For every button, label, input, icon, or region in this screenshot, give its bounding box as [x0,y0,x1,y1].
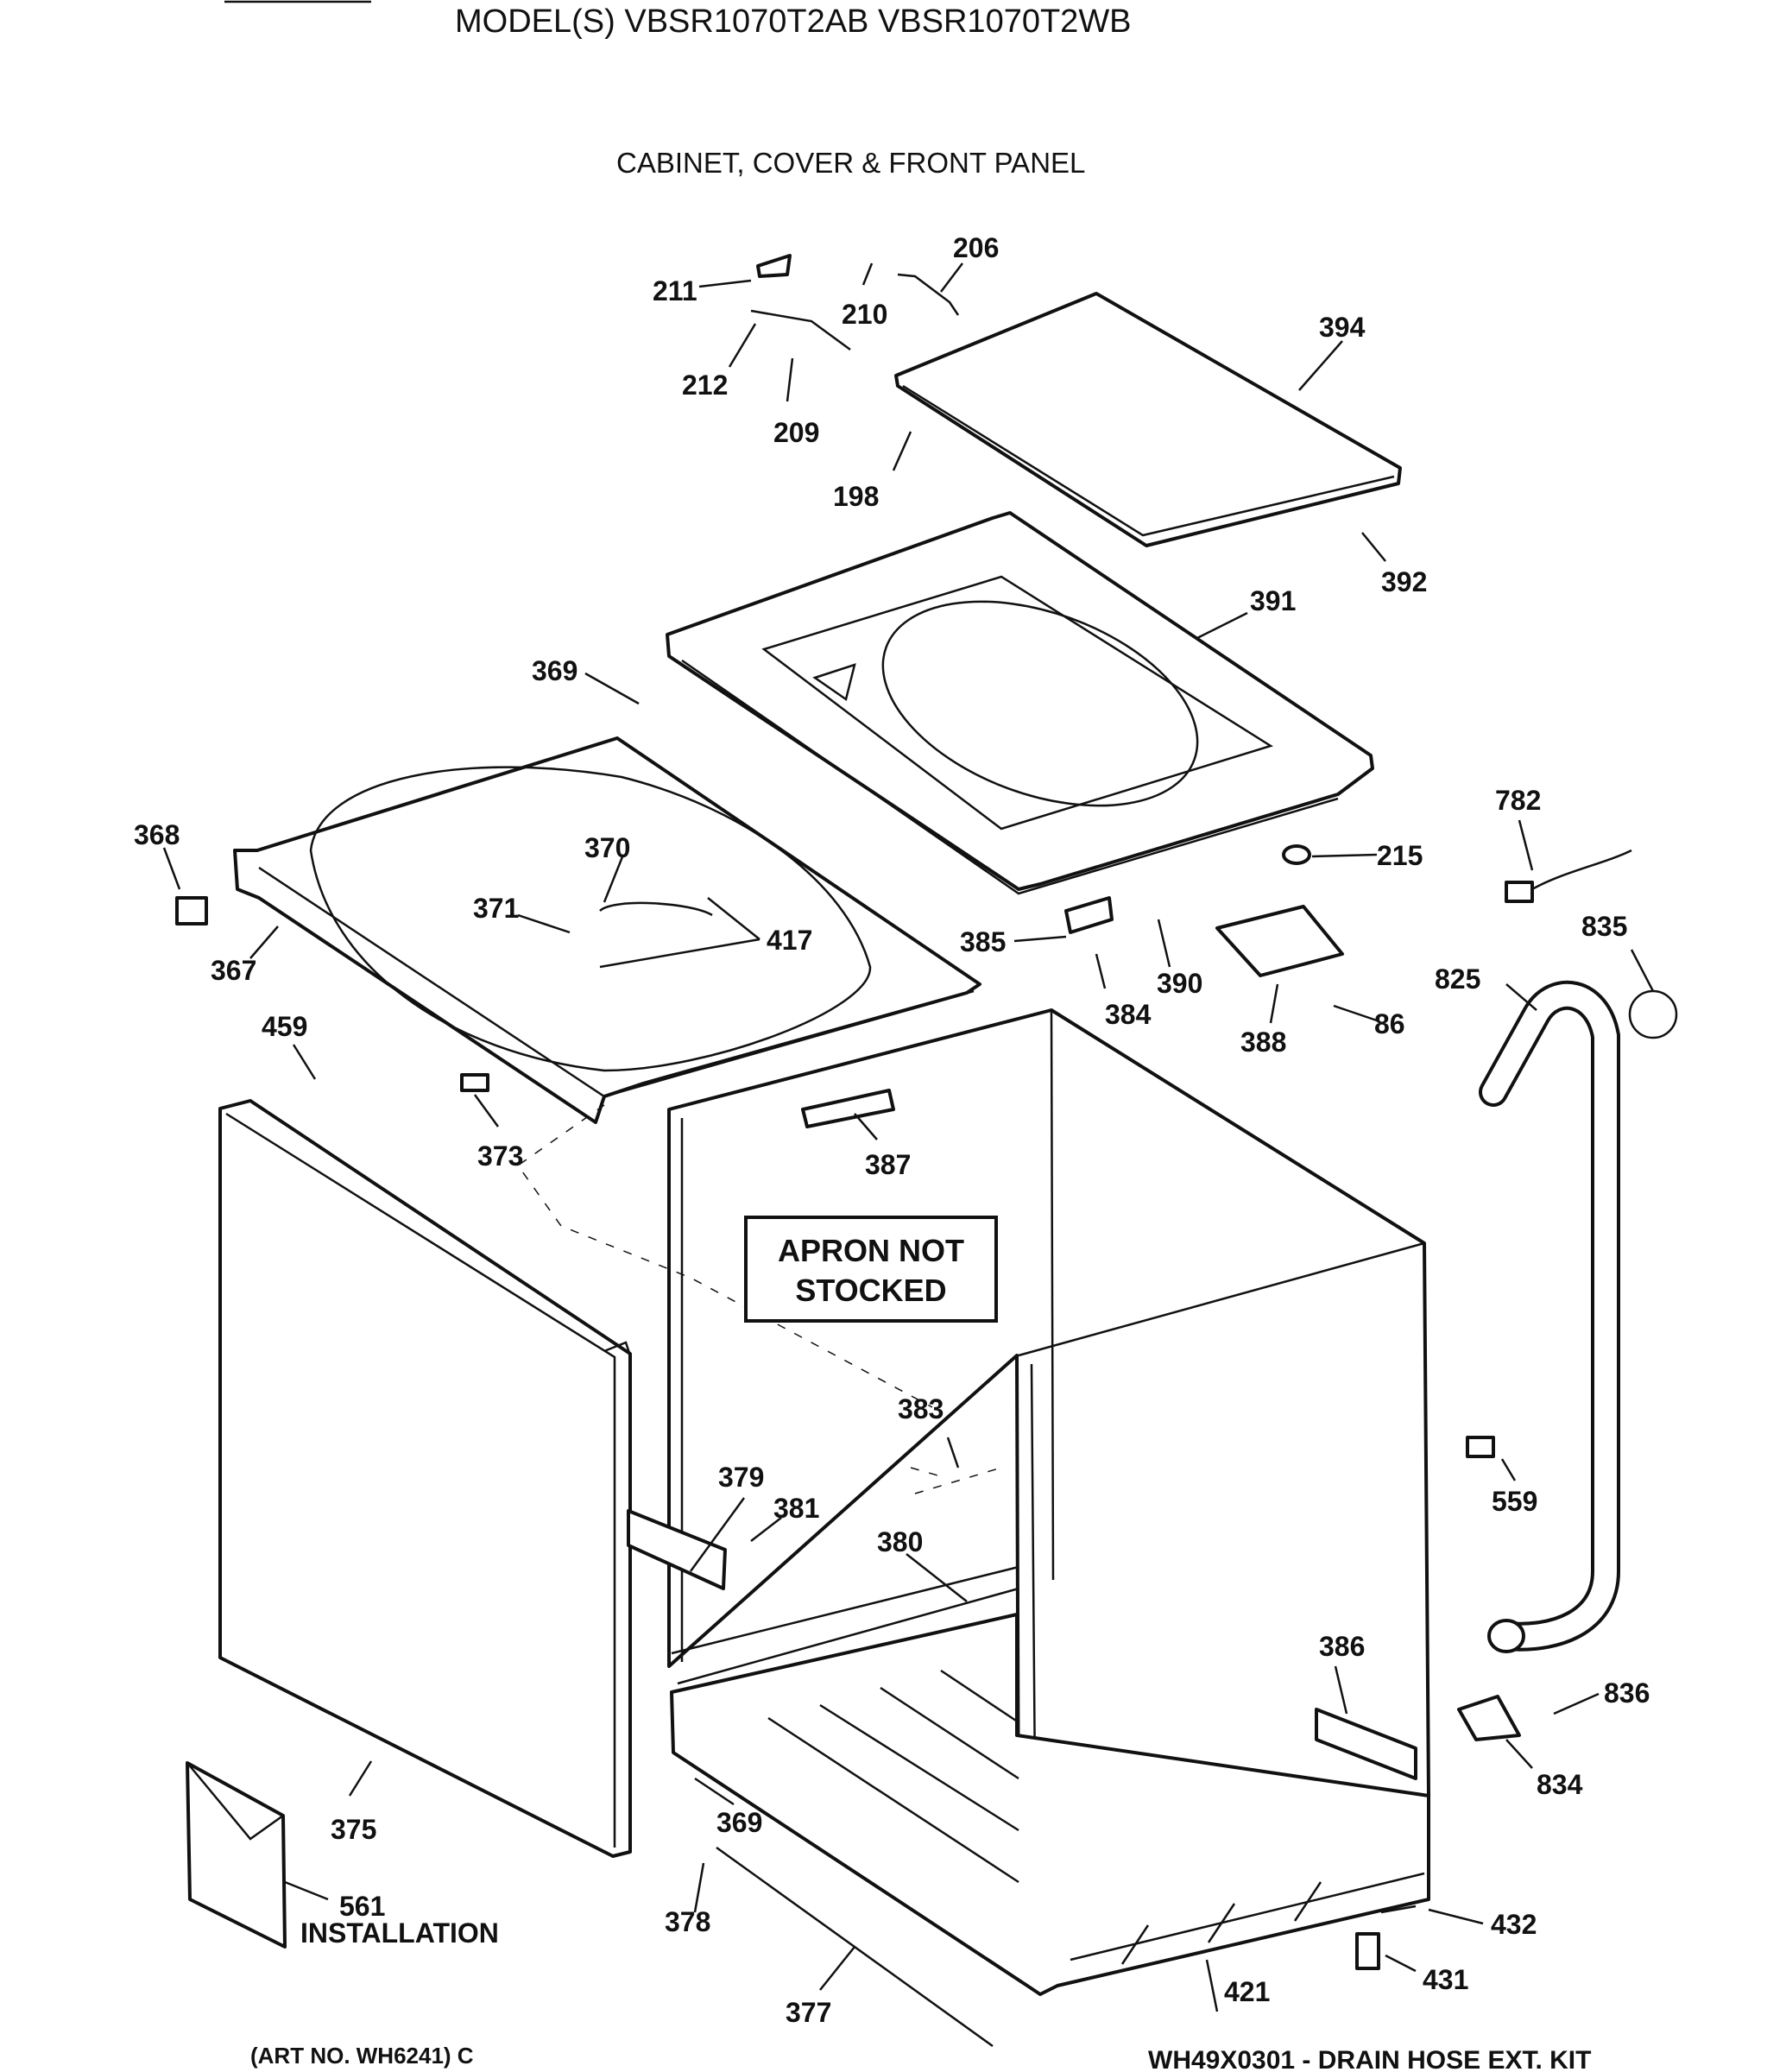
part-label-387: 387 [865,1149,911,1180]
part-label-369-bottom: 369 [716,1807,762,1838]
part-label-212: 212 [682,370,728,401]
part-386-bracket [1315,1708,1417,1780]
part-label-375: 375 [331,1814,376,1845]
part-label-825: 825 [1435,963,1480,995]
installation-label: INSTALLATION [300,1917,499,1949]
lid-part-394 [894,292,1402,547]
part-559-harness [1466,1436,1495,1458]
part-label-559: 559 [1492,1486,1537,1517]
part-label-368: 368 [134,819,180,850]
part-212-rod [750,309,851,351]
part-label-209: 209 [773,417,819,448]
part-373-clip [460,1073,489,1092]
part-label-371: 371 [473,893,519,924]
part-label-421: 421 [1224,1976,1270,2007]
model-title: MODEL(S) VBSR1070T2AB VBSR1070T2WB [455,3,1132,40]
part-label-367: 367 [211,955,256,986]
art-number: (ART NO. WH6241) C [250,2043,474,2069]
part-label-198: 198 [833,481,879,512]
part-782-wires [1531,849,1632,891]
part-label-388: 388 [1240,1027,1286,1058]
part-label-379: 379 [718,1462,764,1493]
apron-notice-line2: STOCKED [795,1273,946,1308]
part-432-pin [1380,1905,1417,1914]
part-label-86: 86 [1374,1008,1405,1039]
apron-notice-line1: APRON NOT [778,1233,964,1268]
part-label-392: 392 [1381,566,1427,597]
part-label-417: 417 [767,925,812,956]
part-385-bracket [1064,896,1114,934]
top-frame-part-367 [233,736,981,1124]
part-label-432: 432 [1491,1909,1537,1940]
part-label-369-top: 369 [532,655,577,686]
installation-envelope-part-561 [186,1761,287,1949]
section-title: CABINET, COVER & FRONT PANEL [616,147,1086,179]
part-label-210: 210 [842,299,887,330]
drain-hose-kit-note: WH49X0301 - DRAIN HOSE EXT. KIT [1148,2046,1591,2072]
part-label-373: 373 [477,1140,523,1172]
part-label-834: 834 [1537,1769,1583,1800]
part-label-377: 377 [786,1997,831,2028]
part-label-381: 381 [773,1493,819,1524]
small-parts [175,254,1632,2048]
front-panel-part-375 [218,1099,632,1858]
part-431-leveler [1355,1932,1380,1970]
part-215-button [1282,844,1311,865]
part-834-hinge [1457,1695,1521,1741]
part-206-hinge [897,273,960,316]
part-label-386: 386 [1319,1631,1365,1662]
part-label-206: 206 [953,232,999,263]
part-label-394: 394 [1319,312,1366,343]
part-label-431: 431 [1423,1964,1468,1995]
top-cover-part-391 [666,511,1374,895]
part-388-switch [1215,905,1344,977]
part-label-390: 390 [1157,968,1202,999]
hose-clamp-part-835 [1628,989,1678,1039]
drain-hose-part-825 [1479,980,1620,1653]
part-210-clip [756,254,792,278]
part-label-380: 380 [877,1526,923,1557]
part-387-handle [801,1089,895,1128]
part-379-rail [627,1509,727,1590]
part-label-836: 836 [1604,1677,1650,1709]
apron-notice: APRON NOT STOCKED [744,1216,998,1323]
base-part-421 [670,1613,1430,1996]
part-370-hose [599,901,713,917]
leader-lines [162,262,1655,2012]
part-368-clip [175,896,208,925]
part-label-211: 211 [653,275,697,306]
part-label-391: 391 [1250,585,1296,616]
part-label-215: 215 [1377,840,1423,871]
apron-notice-box [744,1216,998,1323]
part-label-385: 385 [960,926,1006,957]
part-label-378: 378 [665,1906,710,1937]
part-label-459: 459 [262,1011,307,1042]
part-label-561: 561 [339,1891,385,1922]
part-label-370: 370 [584,832,630,863]
guide-lines [516,1104,1002,1494]
part-label-384: 384 [1105,999,1152,1030]
part-782-harness [1505,881,1534,903]
part-label-835: 835 [1581,911,1627,942]
part-labels: 211 210 206 212 209 198 394 392 391 369 … [134,232,1650,2028]
part-label-383: 383 [898,1393,943,1424]
part-label-782: 782 [1495,785,1541,816]
